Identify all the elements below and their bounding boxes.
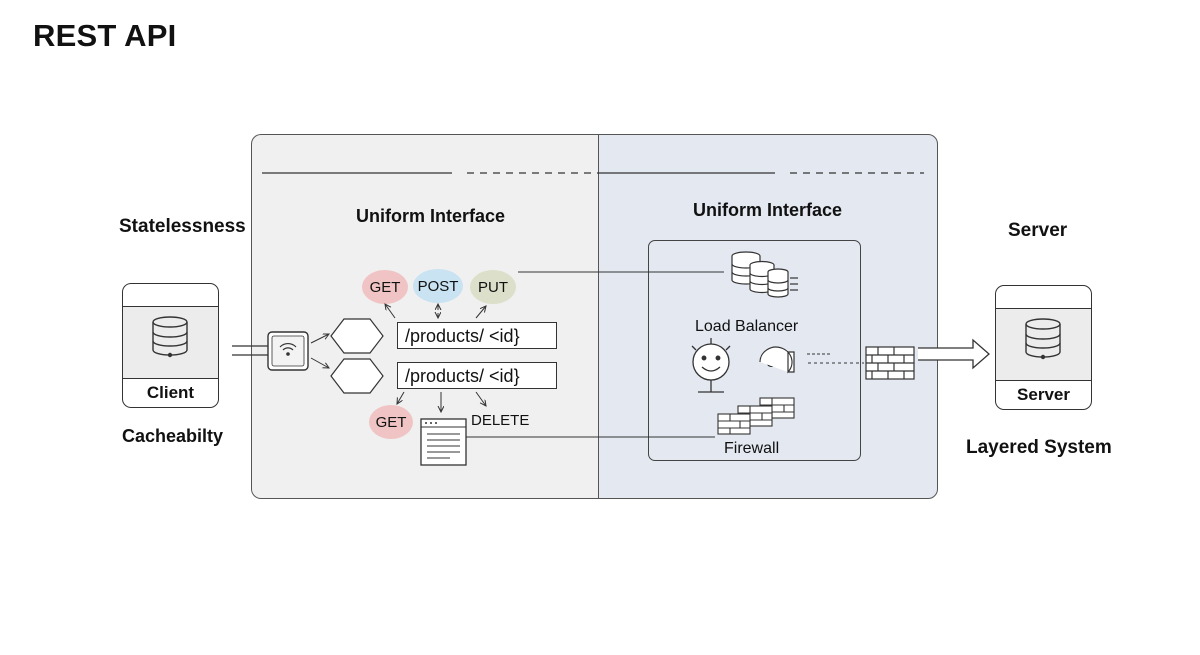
firewall-stack-icon [717, 397, 795, 435]
delete-label: DELETE [471, 412, 530, 429]
server-label: Server [1017, 385, 1070, 404]
method-post-badge: POST [413, 269, 463, 303]
server-device: Server [995, 285, 1092, 410]
method-get-badge: GET [362, 270, 408, 304]
firewall-label: Firewall [724, 440, 780, 457]
method-get-bottom-badge: GET [369, 405, 413, 439]
statelessness-label: Statelessness [119, 216, 246, 237]
infrastructure-box [648, 240, 861, 461]
client-label: Client [146, 383, 195, 402]
router-icon [267, 331, 309, 371]
cacheability-label: Cacheabilty [122, 426, 224, 446]
endpoint-path-2: /products/ <id} [397, 362, 557, 389]
database-cluster-icon [731, 251, 798, 298]
endpoint-path-1: /products/ <id} [397, 322, 557, 349]
layered-system-label: Layered System [966, 437, 1112, 458]
document-icon [420, 418, 467, 466]
hex-put-shape [330, 358, 384, 394]
server-database-icon [1025, 318, 1061, 360]
server-heading-label: Server [1008, 220, 1068, 241]
firewall-brick-icon [865, 346, 915, 380]
server-side-panel [598, 134, 938, 499]
cat-node-icon [759, 346, 795, 374]
load-balancer-label: Load Balancer [695, 318, 799, 335]
diagram-title: REST API [33, 18, 177, 53]
left-panel-heading: Uniform Interface [356, 206, 506, 226]
method-put-badge: PUT [470, 270, 516, 304]
client-database-icon [152, 316, 188, 358]
hex-post-shape [330, 318, 384, 354]
to-server-arrow [918, 338, 990, 370]
right-panel-heading: Uniform Interface [693, 200, 843, 220]
load-balancer-globe-icon [691, 338, 731, 393]
